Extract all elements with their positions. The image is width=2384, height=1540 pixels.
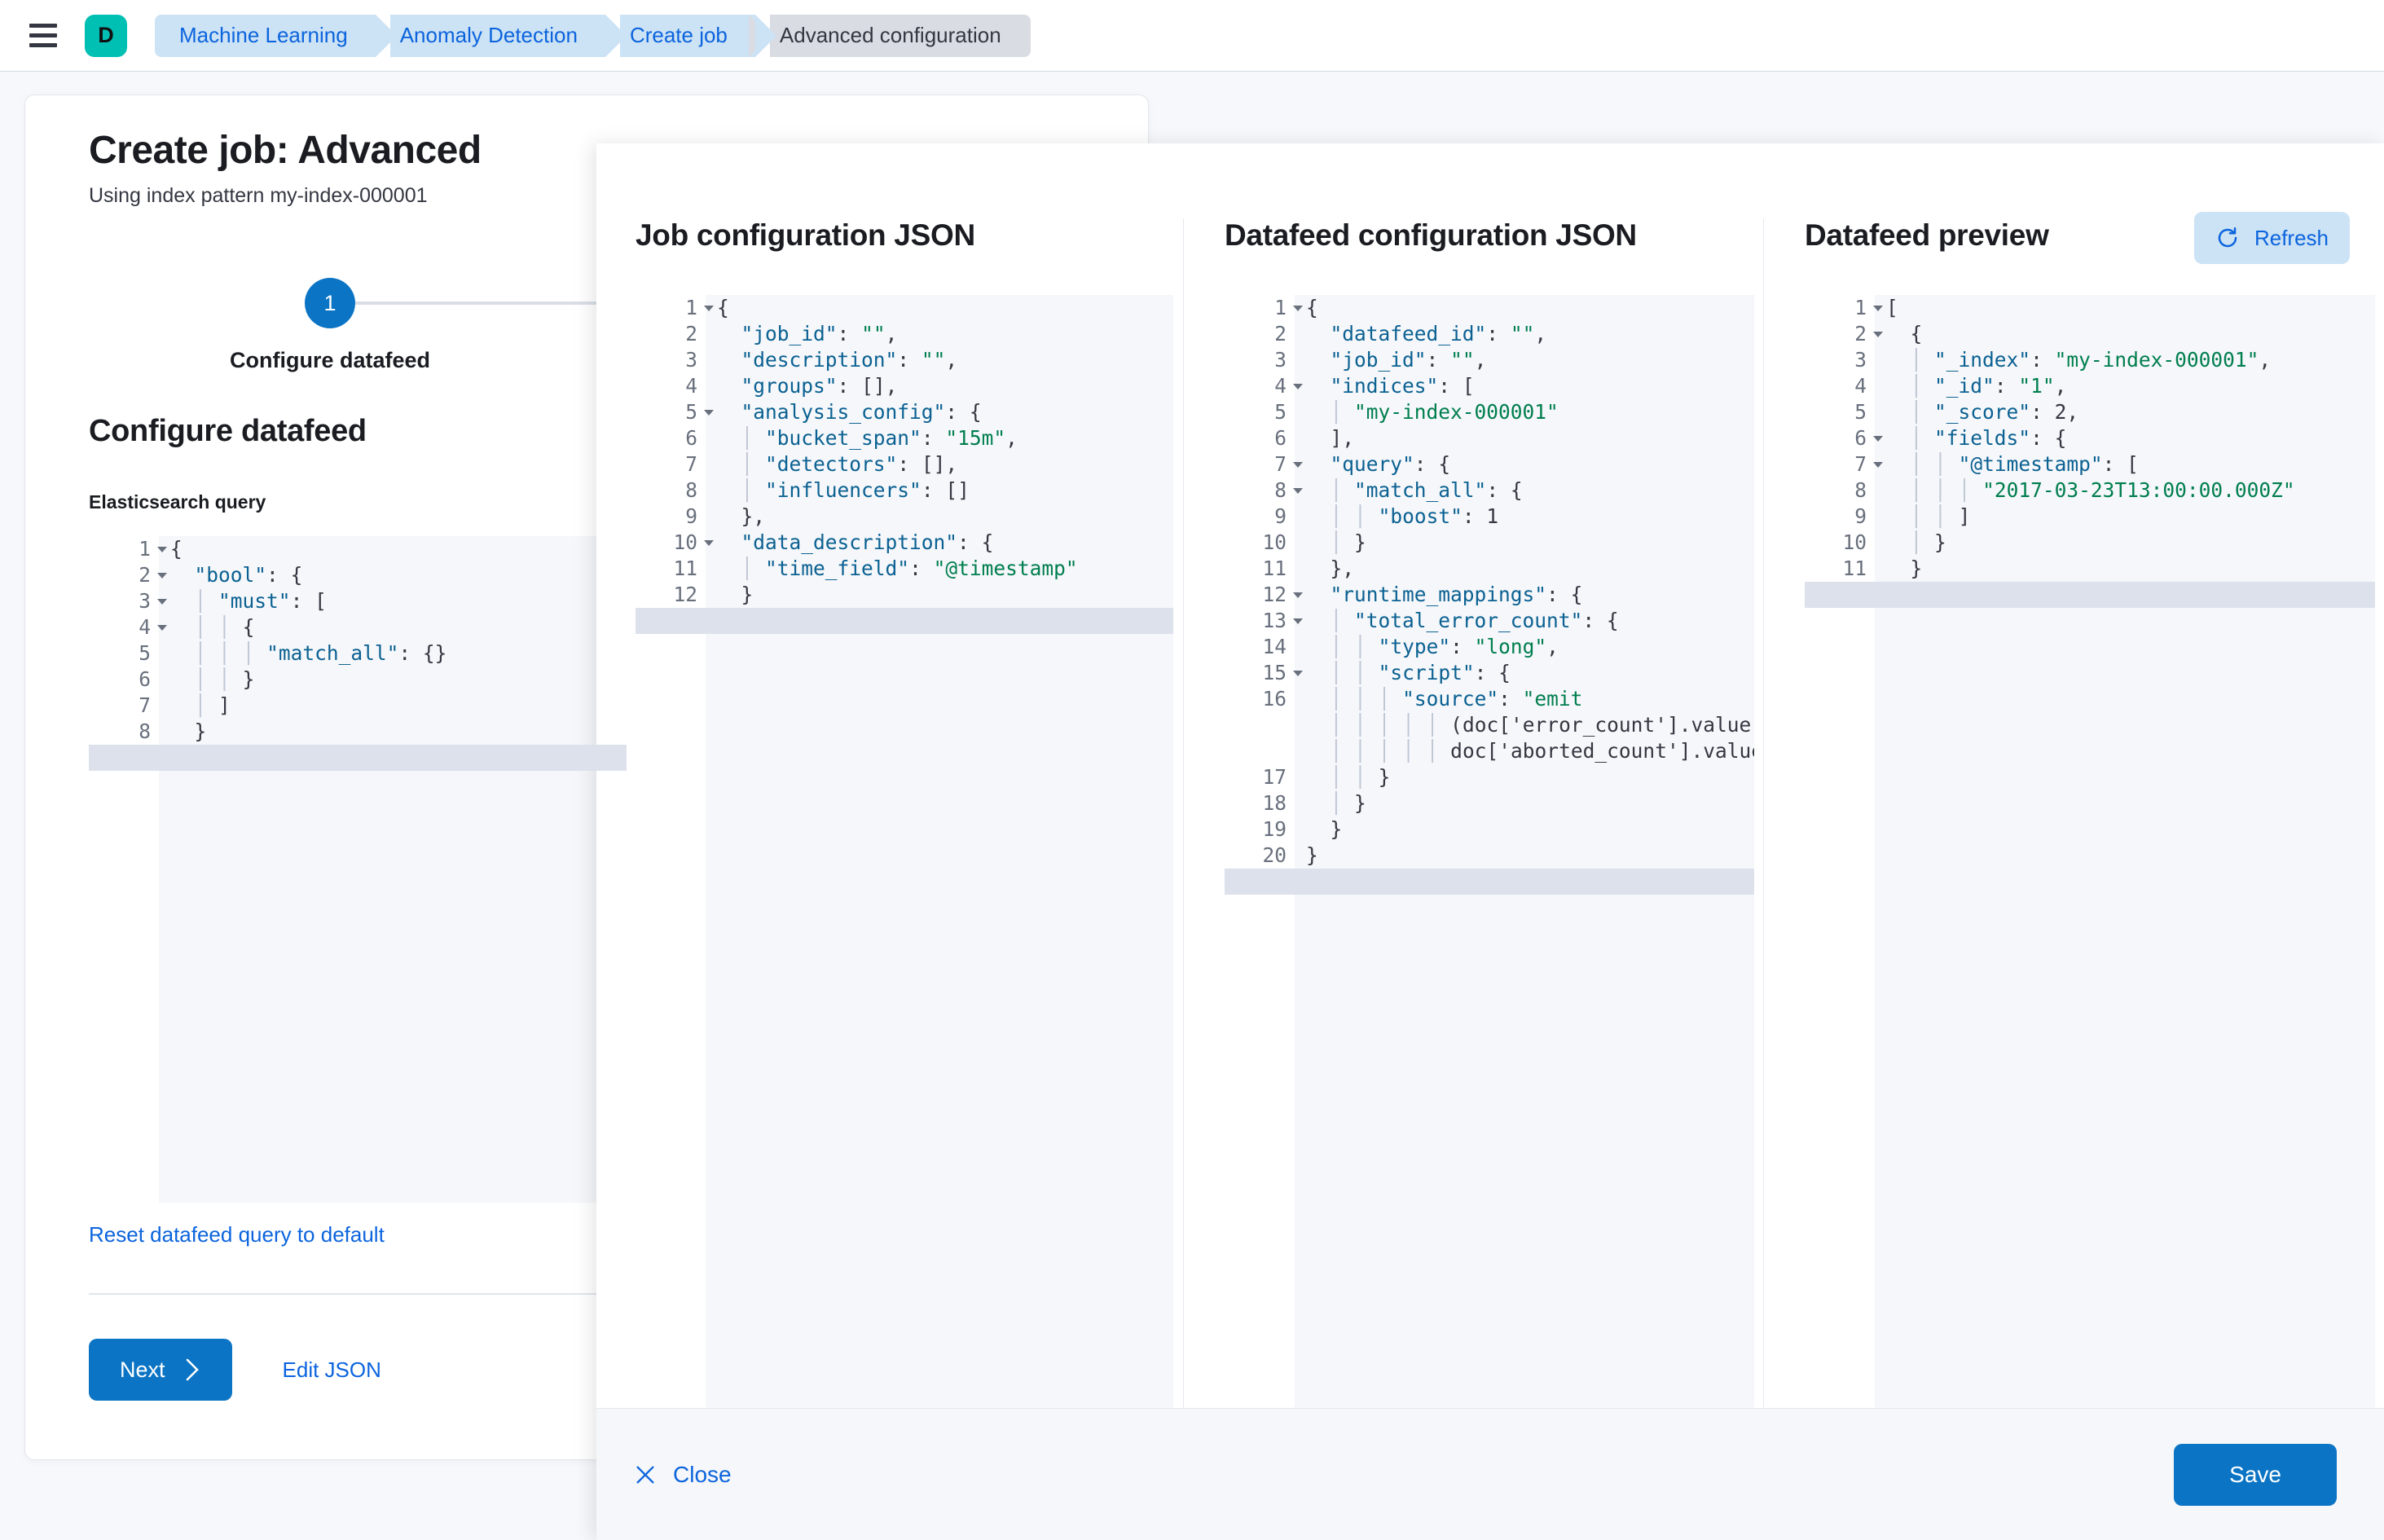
editor-code-area[interactable]: { "datafeed_id": "", "job_id": "", "indi… <box>1295 295 1754 1408</box>
editor-line-numbers: 123456789101112131415161718192021 <box>1225 295 1303 1408</box>
divider <box>89 1293 1086 1295</box>
close-button-label: Close <box>673 1461 732 1487</box>
advanced-configuration-flyout: Job configuration JSON 12345678910111213… <box>596 143 2384 1540</box>
refresh-icon <box>2218 227 2237 248</box>
editor-active-line-highlight <box>159 745 627 771</box>
stepper-step-1-label: Configure datafeed <box>229 348 431 372</box>
job-configuration-json-title: Job configuration JSON <box>636 218 975 252</box>
breadcrumb: Machine Learning Anomaly Detection Creat… <box>155 14 1031 57</box>
chevron-right-icon <box>186 1358 199 1381</box>
refresh-button[interactable]: Refresh <box>2193 212 2350 264</box>
reset-datafeed-query-link[interactable]: Reset datafeed query to default <box>89 1222 385 1247</box>
flyout-footer: Close Save <box>596 1408 2384 1540</box>
breadcrumb-item-anomaly-detection[interactable]: Anomaly Detection <box>389 14 627 57</box>
job-configuration-json-panel: Job configuration JSON 12345678910111213… <box>596 218 1183 1408</box>
breadcrumb-item-machine-learning[interactable]: Machine Learning <box>155 14 397 57</box>
editor-active-gutter-highlight <box>89 745 159 771</box>
editor-active-gutter-highlight <box>1225 869 1295 895</box>
top-navigation-bar: D Machine Learning Anomaly Detection Cre… <box>0 0 2384 72</box>
datafeed-configuration-json-title: Datafeed configuration JSON <box>1225 218 1637 252</box>
elasticsearch-query-label: Elasticsearch query <box>89 491 266 513</box>
datafeed-configuration-json-editor[interactable]: 123456789101112131415161718192021 { "dat… <box>1225 295 1754 1408</box>
editor-active-gutter-highlight <box>1805 582 1875 608</box>
space-avatar[interactable]: D <box>85 14 127 57</box>
page-title: Create job: Advanced <box>89 129 482 172</box>
next-button-label: Next <box>120 1357 165 1382</box>
close-button[interactable]: Close <box>634 1462 732 1488</box>
editor-code-area[interactable]: [ { │ "_index": "my-index-000001", │ "_i… <box>1875 295 2375 1408</box>
hamburger-menu-icon[interactable] <box>26 19 60 53</box>
page-subtitle: Using index pattern my-index-000001 <box>89 184 428 207</box>
refresh-button-label: Refresh <box>2254 225 2329 250</box>
breadcrumb-item-advanced-configuration[interactable]: Advanced configuration <box>748 14 1031 57</box>
editor-active-line-highlight <box>1295 869 1754 895</box>
editor-code-area[interactable]: { "bool": { │ "must": [ │ │ { │ │ │ "mat… <box>159 536 627 1203</box>
edit-json-link[interactable]: Edit JSON <box>282 1357 381 1382</box>
stepper-step-1[interactable]: 1 <box>305 278 355 328</box>
datafeed-preview-panel: Datafeed preview Refresh 123456789101112… <box>1763 212 2384 1408</box>
editor-active-gutter-highlight <box>636 608 706 634</box>
next-button[interactable]: Next <box>89 1339 232 1401</box>
close-x-icon <box>636 1466 654 1483</box>
breadcrumb-item-create-job[interactable]: Create job <box>619 14 776 57</box>
section-title: Configure datafeed <box>89 414 367 448</box>
editor-active-line-highlight <box>706 608 1173 634</box>
editor-code-area[interactable]: { "job_id": "", "description": "", "grou… <box>706 295 1173 1408</box>
editor-active-line-highlight <box>1875 582 2375 608</box>
datafeed-preview-title: Datafeed preview <box>1805 218 2049 252</box>
save-button[interactable]: Save <box>2174 1443 2337 1506</box>
